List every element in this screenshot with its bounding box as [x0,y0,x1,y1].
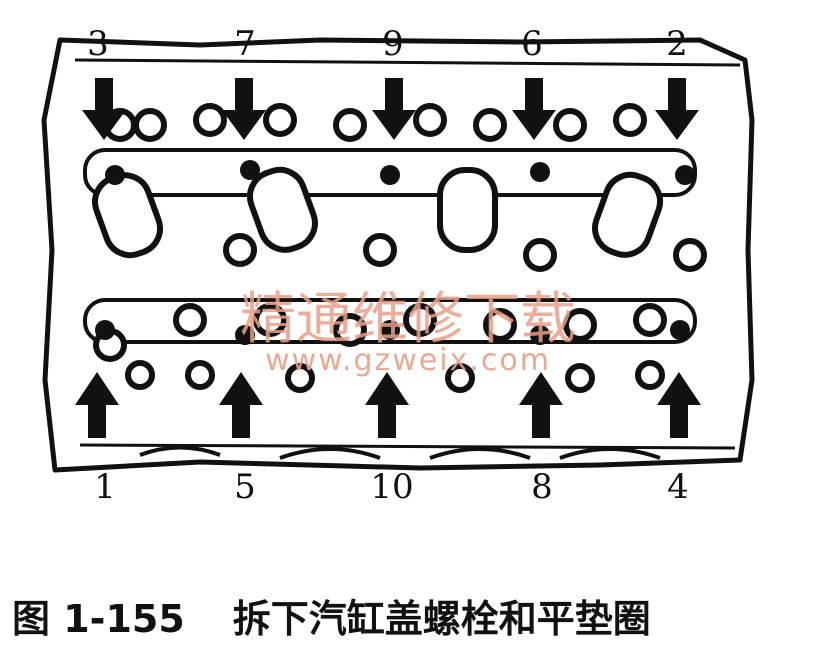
bottom-label-5: 4 [667,467,689,507]
arrow-icon [655,78,699,140]
arrow-icon [372,78,416,140]
arrow-icon [365,372,409,438]
arrow-icon [75,372,119,438]
watermark-url: www.gzweix.com [265,343,551,378]
top-label-5: 2 [666,24,688,64]
top-label-2: 7 [234,24,256,64]
arrow-icon [519,372,563,438]
bottom-label-4: 8 [531,467,553,507]
cylinder-head-diagram: 3 7 9 6 2 1 5 10 8 4 精通维修下载 www.gzweix.c… [41,24,755,507]
figure-number: 图 1-155 [12,596,185,641]
arrow-icon [82,78,126,140]
arrow-icon [219,372,263,438]
figure-title: 拆下汽缸盖螺栓和平垫圈 [232,596,651,641]
bottom-label-3: 10 [370,467,413,507]
bolt-heads [95,160,695,345]
top-label-4: 6 [521,24,543,64]
watermark-chinese: 精通维修下载 [240,287,576,352]
top-label-1: 3 [87,24,109,64]
figure-caption: 图 1-155 拆下汽缸盖螺栓和平垫圈 [0,585,816,645]
bottom-label-1: 1 [94,467,116,507]
cylinder-head-outline [41,37,755,473]
arrow-icon [222,78,266,140]
bottom-label-2: 5 [234,467,256,507]
arrow-icon [512,78,556,140]
top-label-3: 9 [382,24,404,64]
valve-lobes [92,103,707,393]
arrow-icon [657,372,701,438]
